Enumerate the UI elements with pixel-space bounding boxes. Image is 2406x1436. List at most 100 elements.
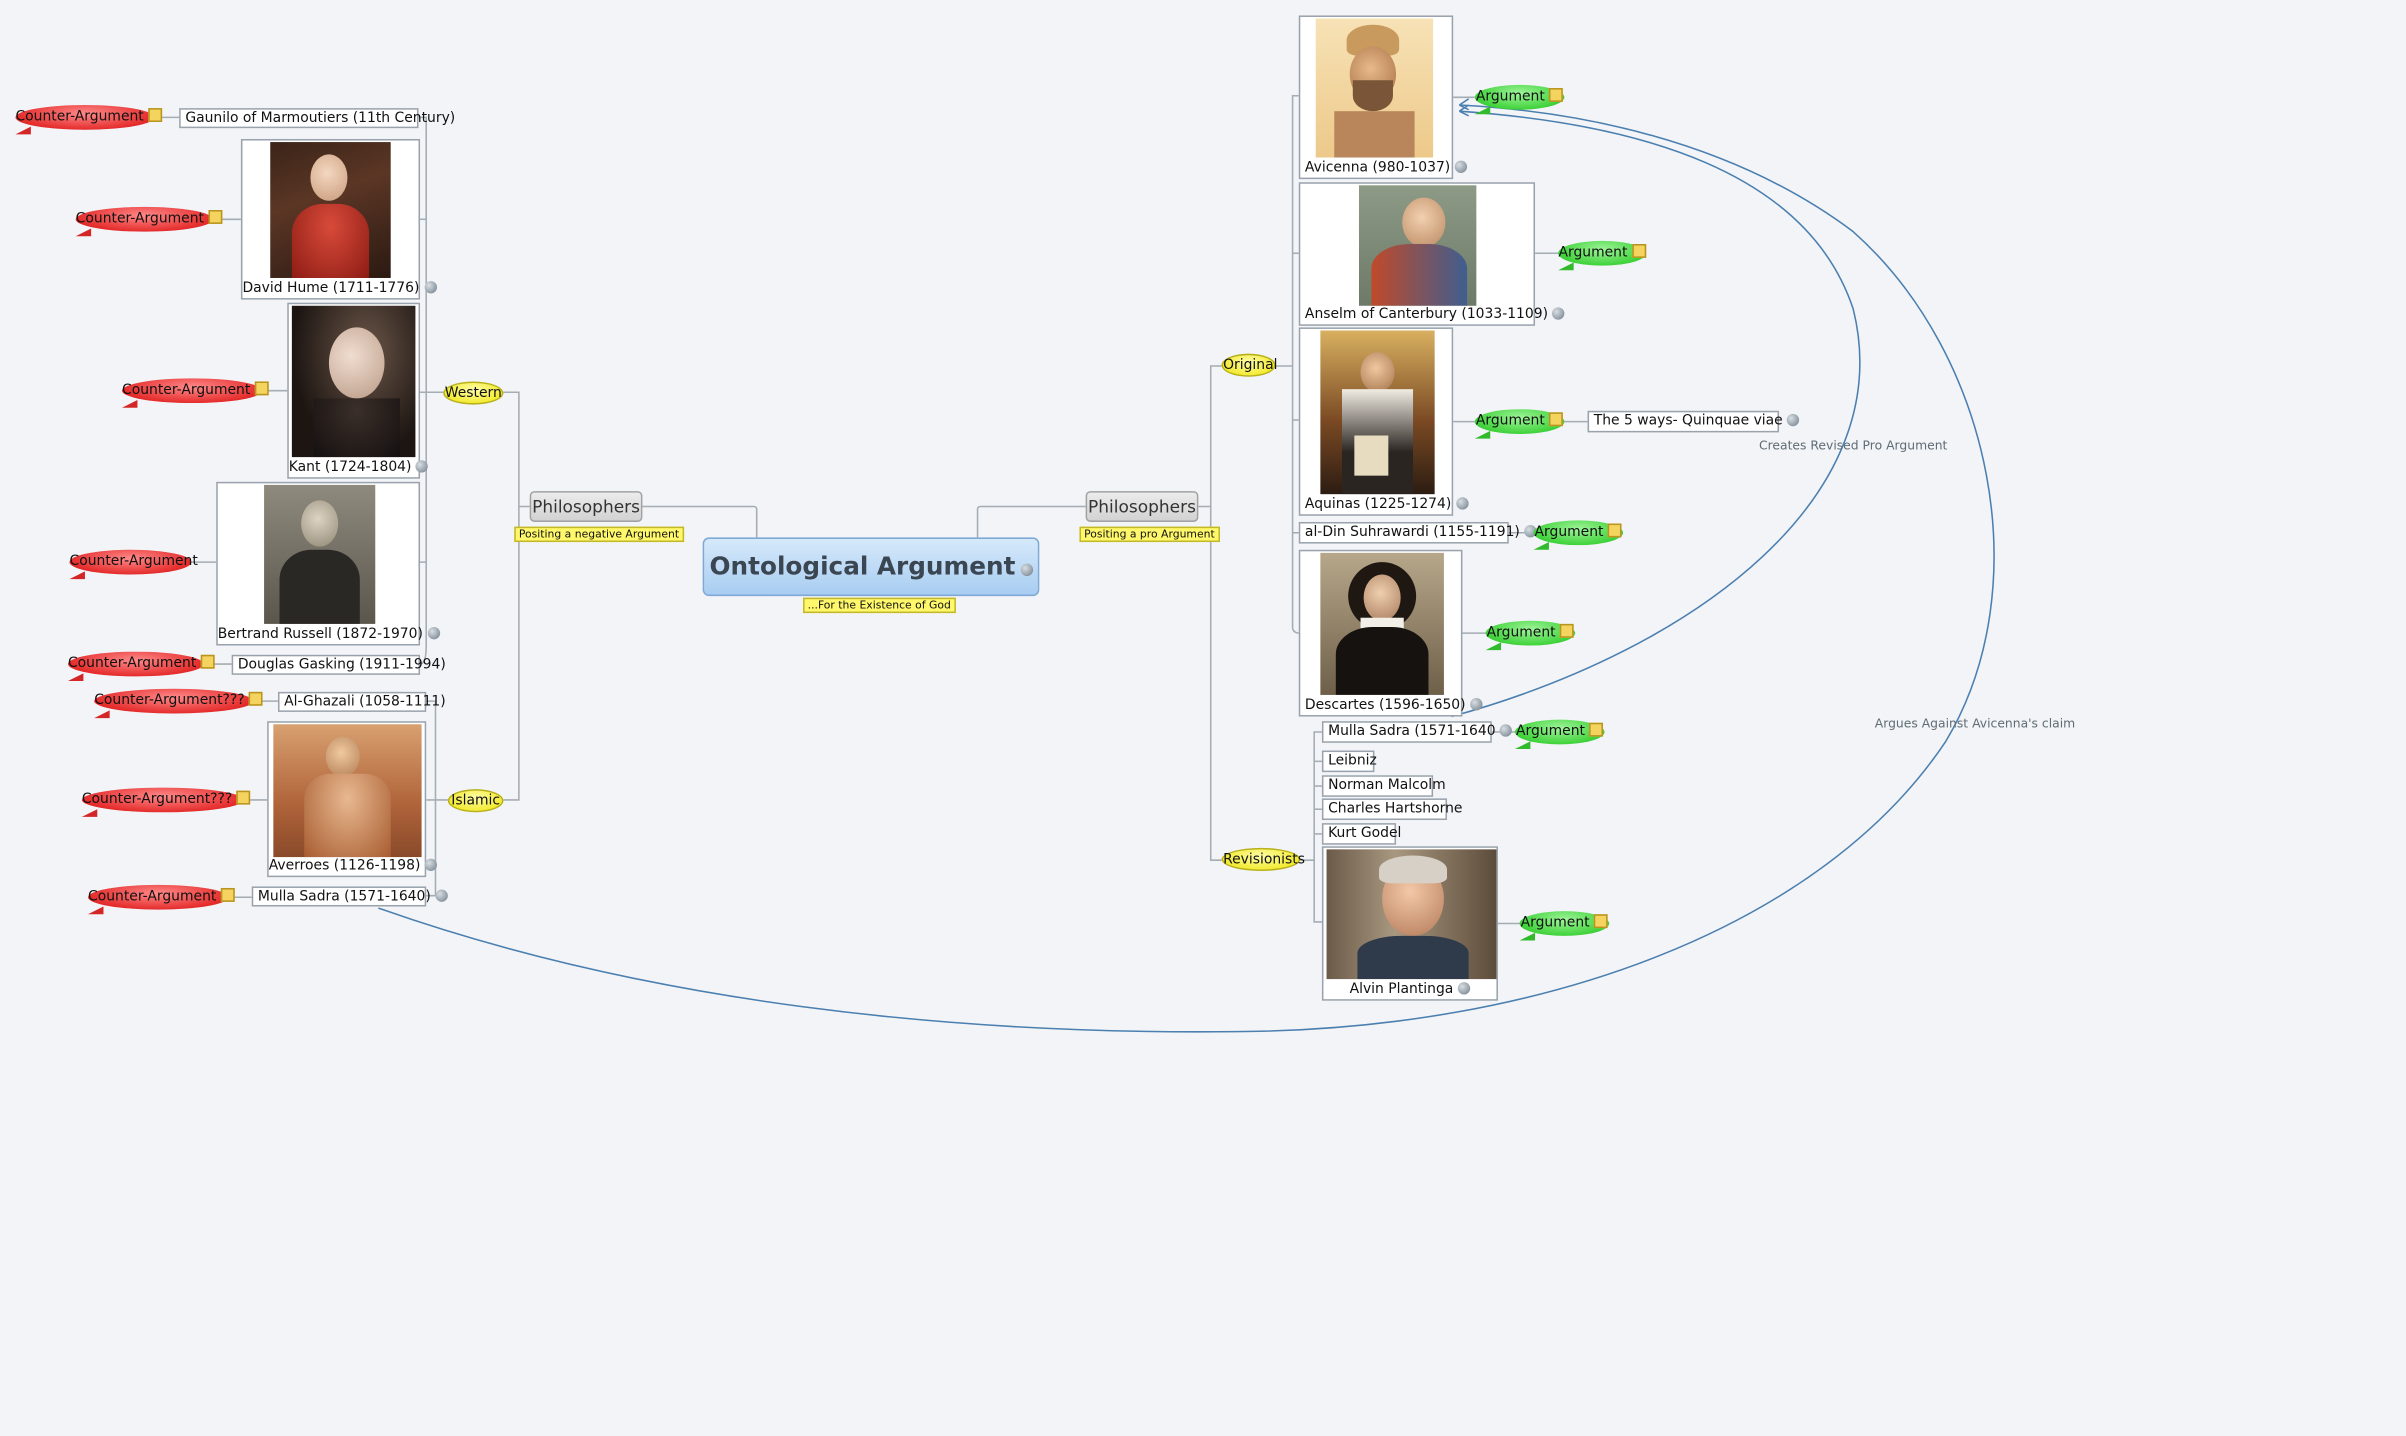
hyperlink-globe-icon[interactable]: [435, 889, 448, 902]
bubble-label: Argument: [1534, 525, 1604, 541]
bubble-tail: [75, 228, 92, 237]
five-ways-node[interactable]: The 5 ways- Quinquae viae: [1587, 410, 1800, 433]
philosopher-node-kurt-godel[interactable]: Kurt Godel: [1321, 823, 1401, 845]
hyperlink-globe-icon[interactable]: [424, 281, 437, 294]
hume-portrait-image: [270, 142, 391, 278]
note-icon[interactable]: [208, 210, 223, 224]
philosopher-card-averroes[interactable]: Averroes (1126-1198): [267, 721, 438, 878]
bubble-tail: [69, 571, 85, 580]
relationship-label-against[interactable]: Argues Against Avicenna's claim: [1874, 716, 2076, 731]
note-icon[interactable]: [1608, 523, 1623, 538]
hyperlink-globe-icon[interactable]: [1457, 982, 1471, 995]
hyperlink-globe-icon[interactable]: [1552, 307, 1566, 320]
philosopher-card-russell[interactable]: Bertrand Russell (1872-1970): [216, 481, 440, 646]
hyperlink-globe-icon[interactable]: [425, 858, 438, 871]
philosopher-node-leibniz[interactable]: Leibniz: [1321, 750, 1377, 773]
bubble-tail: [15, 126, 31, 135]
note-icon[interactable]: [254, 381, 269, 396]
note-icon[interactable]: [1632, 243, 1646, 258]
anselm-portrait-image: [1358, 185, 1477, 306]
philosopher-node-mulla-sadra-left[interactable]: Mulla Sadra (1571-1640): [251, 886, 448, 907]
argument-bubble[interactable]: Argument: [1474, 409, 1565, 434]
philosopher-name: Bertrand Russell (1872-1970): [217, 626, 423, 643]
philosopher-node-mulla-sadra-right[interactable]: Mulla Sadra (1571-1640: [1321, 721, 1513, 743]
relationship-label-revised[interactable]: Creates Revised Pro Argument: [1758, 438, 1948, 453]
counter-argument-bubble[interactable]: Counter-Argument: [75, 206, 223, 232]
hyperlink-globe-icon[interactable]: [1454, 160, 1468, 173]
bubble-label: Counter-Argument???: [94, 693, 245, 709]
note-icon[interactable]: [1549, 412, 1564, 427]
note-icon[interactable]: [220, 887, 235, 902]
counter-argument-bubble[interactable]: Counter-Argument: [67, 651, 215, 677]
original-category[interactable]: Original: [1221, 353, 1277, 377]
hyperlink-globe-icon[interactable]: [1787, 413, 1800, 427]
argument-bubble[interactable]: Argument: [1514, 719, 1605, 745]
philosopher-node-suhrawardi[interactable]: al-Din Suhrawardi (1155-1191): [1298, 521, 1537, 544]
note-icon[interactable]: [249, 691, 264, 706]
argument-bubble[interactable]: Argument: [1519, 911, 1610, 936]
revisionists-category[interactable]: Revisionists: [1221, 847, 1305, 871]
plantinga-portrait-image: [1326, 849, 1497, 980]
counter-argument-bubble[interactable]: Counter-Argument???: [81, 787, 251, 813]
counter-argument-bubble[interactable]: Counter-Argument: [121, 378, 269, 404]
hyperlink-globe-icon[interactable]: [1470, 698, 1483, 711]
aquinas-portrait-image: [1320, 330, 1435, 495]
argument-bubble[interactable]: Argument: [1474, 84, 1565, 110]
argument-bubble[interactable]: Argument: [1558, 240, 1647, 266]
hyperlink-globe-icon[interactable]: [427, 626, 440, 640]
bubble-tail: [67, 673, 84, 682]
central-title: Ontological Argument: [709, 551, 1016, 581]
philosopher-node-gaunilo[interactable]: Gaunilo of Marmoutiers (11th Century): [179, 108, 455, 129]
right-philosophers-tag: Positing a pro Argument: [1079, 526, 1220, 543]
counter-argument-bubble[interactable]: Counter-Argument: [88, 884, 235, 910]
avicenna-portrait-image: [1315, 18, 1434, 158]
central-topic[interactable]: Ontological Argument: [702, 537, 1040, 597]
averroes-portrait-image: [273, 724, 422, 858]
philosopher-card-plantinga[interactable]: Alvin Plantinga: [1321, 846, 1498, 1001]
philosopher-card-hume[interactable]: David Hume (1711-1776): [240, 138, 437, 300]
hyperlink-globe-icon[interactable]: [1020, 563, 1033, 577]
bubble-tail: [88, 906, 104, 915]
philosopher-name: Gaunilo of Marmoutiers (11th Century): [185, 111, 456, 127]
counter-argument-bubble[interactable]: Counter-Argument???: [94, 688, 264, 714]
philosopher-name: David Hume (1711-1776): [242, 281, 420, 297]
bubble-tail: [1474, 106, 1491, 115]
philosopher-name: Aquinas (1225-1274): [1304, 497, 1452, 513]
philosopher-card-descartes[interactable]: Descartes (1596-1650): [1298, 549, 1483, 717]
bubble-tail: [1514, 741, 1531, 749]
philosopher-card-aquinas[interactable]: Aquinas (1225-1274): [1298, 327, 1469, 516]
philosopher-name: Anselm of Canterbury (1033-1109): [1304, 307, 1549, 323]
philosopher-card-anselm[interactable]: Anselm of Canterbury (1033-1109): [1298, 182, 1566, 326]
argument-bubble[interactable]: Argument: [1485, 620, 1576, 646]
counter-argument-bubble[interactable]: Counter-Argument: [69, 549, 198, 575]
note-icon[interactable]: [1594, 914, 1609, 929]
note-icon[interactable]: [1560, 623, 1575, 638]
philosopher-card-kant[interactable]: Kant (1724-1804): [287, 302, 429, 479]
philosopher-node-charles-hartshorne[interactable]: Charles Hartshorne: [1321, 798, 1462, 821]
hyperlink-globe-icon[interactable]: [416, 460, 429, 473]
bubble-tail: [1474, 430, 1491, 439]
note-icon[interactable]: [1589, 722, 1604, 737]
note-icon[interactable]: [1549, 88, 1564, 102]
left-philosophers-node[interactable]: Philosophers: [529, 491, 643, 522]
note-icon[interactable]: [148, 108, 163, 122]
argument-bubble[interactable]: Argument: [1533, 520, 1624, 546]
philosopher-node-gasking[interactable]: Douglas Gasking (1911-1994): [231, 654, 446, 675]
western-category[interactable]: Western: [443, 381, 504, 405]
philosopher-node-norman-malcolm[interactable]: Norman Malcolm: [1321, 775, 1446, 797]
philosopher-node-al-ghazali[interactable]: Al-Ghazali (1058-1111): [277, 691, 446, 712]
note-icon[interactable]: [236, 790, 251, 805]
bubble-label: Counter-Argument: [69, 554, 198, 570]
right-philosophers-node[interactable]: Philosophers: [1085, 491, 1199, 522]
philosopher-name: al-Din Suhrawardi (1155-1191): [1304, 525, 1520, 541]
note-icon[interactable]: [200, 654, 215, 669]
descartes-portrait-image: [1320, 552, 1444, 695]
philosopher-card-avicenna[interactable]: Avicenna (980-1037): [1298, 15, 1468, 180]
islamic-category[interactable]: Islamic: [447, 789, 504, 813]
hyperlink-globe-icon[interactable]: [1455, 497, 1469, 510]
hyperlink-globe-icon[interactable]: [1500, 724, 1513, 737]
counter-argument-bubble[interactable]: Counter-Argument: [15, 105, 163, 130]
philosopher-name: Charles Hartshorne: [1328, 801, 1463, 817]
